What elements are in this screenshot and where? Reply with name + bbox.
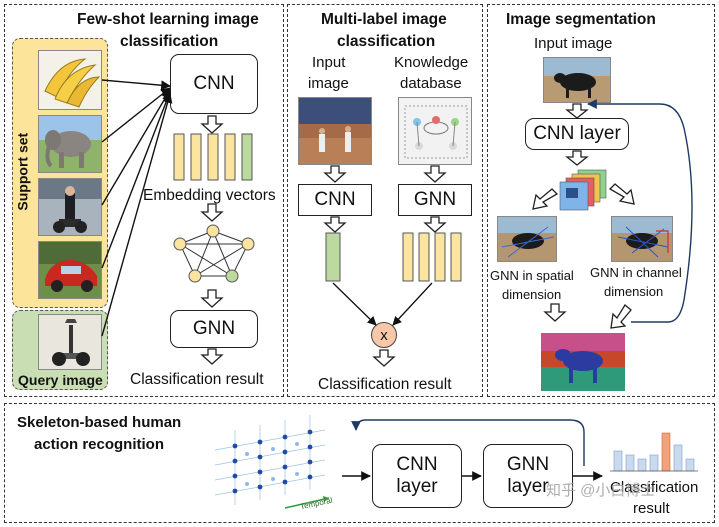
few-shot-title-line2: classification (120, 33, 219, 50)
multi-label-gnn-label: GNN (413, 189, 457, 210)
knowledge-label-line2: database (400, 75, 462, 92)
skeleton-cnn-label-line2: layer (396, 476, 438, 497)
input-image-label-line2: image (308, 75, 349, 92)
input-image-label-line1: Input (312, 54, 346, 71)
segway-image (38, 178, 102, 236)
channel-label-line2: dimension (604, 284, 664, 299)
query-label: Query image (18, 372, 103, 388)
multi-label-cnn-box: CNN (298, 184, 372, 216)
skeleton-gnn-label-line2: layer (507, 476, 549, 497)
spatial-bull-image (497, 216, 557, 262)
skeleton-gnn-label-line1: GNN (506, 454, 550, 476)
multi-label-result-label: Classification result (318, 376, 452, 393)
combine-node: x (371, 322, 397, 348)
channel-bull-image (611, 216, 673, 262)
few-shot-gnn-label: GNN (192, 318, 236, 339)
segmentation-cnn-box: CNN layer (525, 118, 629, 150)
multi-label-merge-arrows (332, 282, 433, 326)
skeleton-result-label-line1: Classification (610, 479, 699, 496)
skeleton-cnn-label-line1: CNN (396, 454, 438, 476)
spatial-label-line1: GNN in spatial (490, 268, 574, 283)
skeleton-title-line1: Skeleton-based human (17, 414, 182, 431)
multi-label-panel (287, 4, 483, 397)
feature-cube-image (556, 166, 612, 212)
hollow-down-arrows (200, 103, 589, 367)
segmentation-feedback-arrows (587, 99, 693, 323)
bull-input-image (543, 57, 611, 103)
multi-label-title-line2: classification (337, 33, 436, 50)
skeleton-gnn-box: GNN layer (483, 444, 573, 508)
support-to-cnn-arrows (101, 79, 173, 337)
skeleton-feedback-arrow (351, 419, 585, 466)
skeleton-graph-image (205, 410, 345, 520)
baseball-image (298, 97, 372, 165)
few-shot-embedding-bars (173, 133, 253, 181)
skeleton-title-line2: action recognition (34, 436, 165, 453)
knowledge-label-line1: Knowledge (394, 54, 469, 71)
elephant-image (38, 115, 102, 173)
few-shot-gnn-box: GNN (170, 310, 258, 348)
hollow-diagonal-arrows (532, 183, 635, 329)
skeleton-panel (4, 403, 715, 523)
multi-label-cnn-label: CNN (314, 189, 356, 210)
few-shot-cnn-label: CNN (193, 73, 235, 94)
embedding-label: Embedding vectors (143, 187, 276, 204)
skeleton-result-label-line2: result (633, 500, 670, 517)
channel-label-line1: GNN in channel (590, 265, 682, 280)
multi-label-gnn-box: GNN (398, 184, 472, 216)
few-shot-result-label: Classification result (130, 371, 264, 388)
few-shot-title-line1: Few-shot learning image (77, 11, 259, 28)
watermark-text: 知乎 @小白博士 (546, 482, 656, 499)
combine-node-label: x (380, 326, 388, 344)
query-image (38, 314, 102, 370)
segmentation-panel (487, 4, 715, 397)
segmentation-output-image (541, 333, 625, 391)
segmentation-input-label: Input image (534, 35, 613, 52)
segmentation-cnn-label: CNN layer (533, 123, 621, 144)
spatial-label-line2: dimension (502, 287, 562, 302)
multi-label-title-line1: Multi-label image (321, 11, 447, 28)
bananas-image (38, 50, 102, 110)
multi-label-feature-bars (325, 232, 462, 282)
segmentation-title: Image segmentation (506, 11, 656, 28)
few-shot-panel (4, 4, 284, 397)
skeleton-cnn-box: CNN layer (372, 444, 462, 508)
result-bar-chart-icon (608, 429, 700, 473)
few-shot-graph (173, 224, 255, 283)
knowledge-graph-image (398, 97, 472, 165)
car-image (38, 241, 102, 299)
